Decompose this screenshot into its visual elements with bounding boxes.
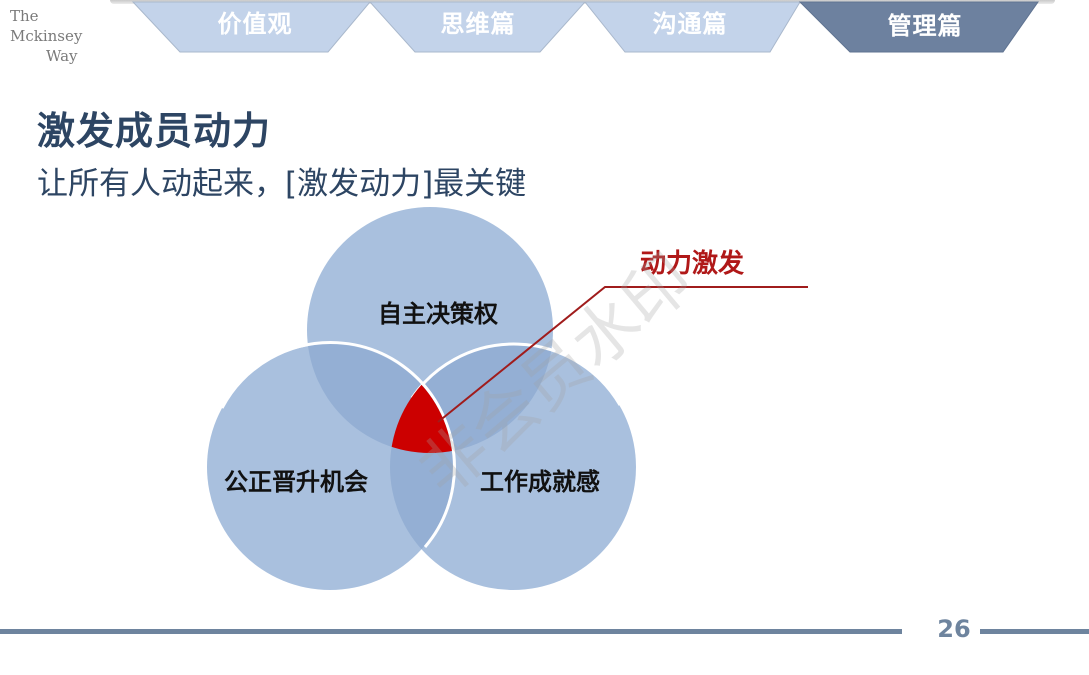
right-circle-border	[410, 342, 622, 406]
slide-subtitle: 让所有人动起来，[激发动力]最关键	[37, 166, 527, 202]
tab-shape-values[interactable]	[131, 1, 372, 53]
tab-shape-management[interactable]	[798, 1, 1039, 53]
tab-thinking[interactable]: 思维篇	[440, 10, 516, 38]
label-promotion: 公正晋升机会	[224, 468, 368, 496]
slide-title: 激发成员动力	[37, 109, 272, 153]
page-number: 26	[937, 615, 971, 643]
logo-line-3: Way	[46, 47, 78, 65]
tab-management[interactable]: 管理篇	[887, 12, 963, 40]
footer-rule-left	[0, 629, 902, 634]
callout-line	[437, 286, 808, 423]
left-circle-border-lower	[423, 419, 456, 548]
label-achievement: 工作成就感	[480, 468, 600, 496]
footer-rule-right	[980, 629, 1089, 634]
mckinsey-way-logo: The Mckinsey Way	[10, 6, 82, 66]
left-circle-border	[220, 341, 447, 421]
tab-shape-thinking[interactable]	[368, 1, 587, 53]
logo-line-1: The	[10, 7, 39, 25]
overlap-top-left	[307, 344, 453, 453]
tab-values[interactable]: 价值观	[217, 10, 293, 38]
tab-shape-communication[interactable]	[583, 1, 801, 53]
logo-line-2: Mckinsey	[10, 27, 83, 45]
tab-shapes	[131, 1, 1039, 53]
section-tabs: 价值观 思维篇 沟通篇 管理篇	[0, 0, 1089, 55]
callout-motivation: 动力激发	[640, 249, 745, 279]
tab-communication[interactable]: 沟通篇	[652, 10, 728, 38]
label-autonomy: 自主决策权	[378, 300, 498, 328]
overlap-top-right	[390, 344, 553, 453]
